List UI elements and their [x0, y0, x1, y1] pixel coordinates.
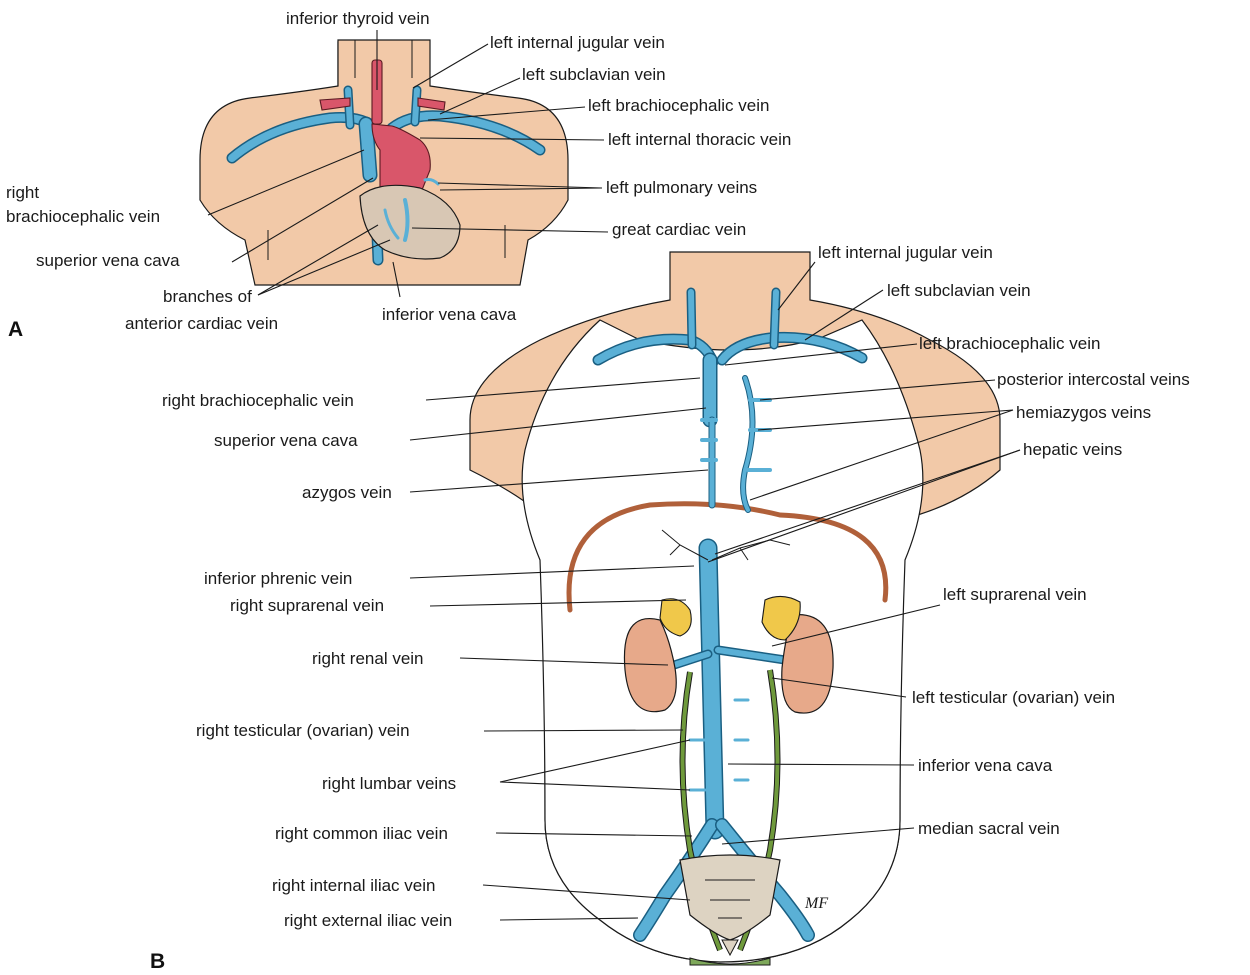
- label-b-right-suprarenal-vein: right suprarenal vein: [230, 596, 384, 615]
- label-b-hepatic-veins: hepatic veins: [1023, 440, 1122, 459]
- label-b-posterior-intercostal-veins: posterior intercostal veins: [997, 370, 1190, 389]
- label-b-left-suprarenal-vein: left suprarenal vein: [943, 585, 1087, 604]
- panel-b-tag: B: [150, 950, 165, 973]
- label-b-hemiazygos-veins: hemiazygos veins: [1016, 403, 1151, 422]
- label-b-inferior-vena-cava: inferior vena cava: [918, 756, 1053, 775]
- label-a-branches-line1: branches of: [163, 287, 252, 306]
- label-b-azygos-vein: azygos vein: [302, 483, 392, 502]
- label-b-right-renal-vein: right renal vein: [312, 649, 424, 668]
- label-b-left-brachiocephalic-vein: left brachiocephalic vein: [919, 334, 1100, 353]
- label-a-left-brachiocephalic-vein: left brachiocephalic vein: [588, 96, 769, 115]
- label-b-right-external-iliac-vein: right external iliac vein: [284, 911, 452, 930]
- illustrator-signature: MF: [804, 895, 828, 912]
- label-a-left-subclavian-vein: left subclavian vein: [522, 65, 666, 84]
- label-a-inferior-thyroid-vein: inferior thyroid vein: [286, 9, 430, 28]
- label-b-right-internal-iliac-vein: right internal iliac vein: [272, 876, 435, 895]
- label-b-right-testicular-vein: right testicular (ovarian) vein: [196, 721, 410, 740]
- label-b-left-subclavian-vein: left subclavian vein: [887, 281, 1031, 300]
- label-b-superior-vena-cava: superior vena cava: [214, 431, 358, 450]
- panel-b: MF: [470, 252, 1000, 965]
- label-b-inferior-phrenic-vein: inferior phrenic vein: [204, 569, 352, 588]
- label-a-right-brachiocephalic-line1: right: [6, 183, 39, 202]
- label-b-right-brachiocephalic-vein: right brachiocephalic vein: [162, 391, 354, 410]
- label-b-right-common-iliac-vein: right common iliac vein: [275, 824, 448, 843]
- label-a-left-internal-jugular-vein: left internal jugular vein: [490, 33, 665, 52]
- label-b-left-testicular-vein: left testicular (ovarian) vein: [912, 688, 1115, 707]
- label-b-left-internal-jugular-vein: left internal jugular vein: [818, 243, 993, 262]
- label-a-superior-vena-cava: superior vena cava: [36, 251, 180, 270]
- label-a-great-cardiac-vein: great cardiac vein: [612, 220, 746, 239]
- label-a-left-pulmonary-veins: left pulmonary veins: [606, 178, 757, 197]
- label-a-branches-line2: anterior cardiac vein: [125, 314, 278, 333]
- label-a-right-brachiocephalic-line2: brachiocephalic vein: [6, 207, 160, 226]
- label-b-right-lumbar-veins: right lumbar veins: [322, 774, 456, 793]
- label-b-median-sacral-vein: median sacral vein: [918, 819, 1060, 838]
- label-a-left-internal-thoracic-vein: left internal thoracic vein: [608, 130, 791, 149]
- label-a-inferior-vena-cava: inferior vena cava: [382, 305, 517, 324]
- panel-a-tag: A: [8, 318, 23, 341]
